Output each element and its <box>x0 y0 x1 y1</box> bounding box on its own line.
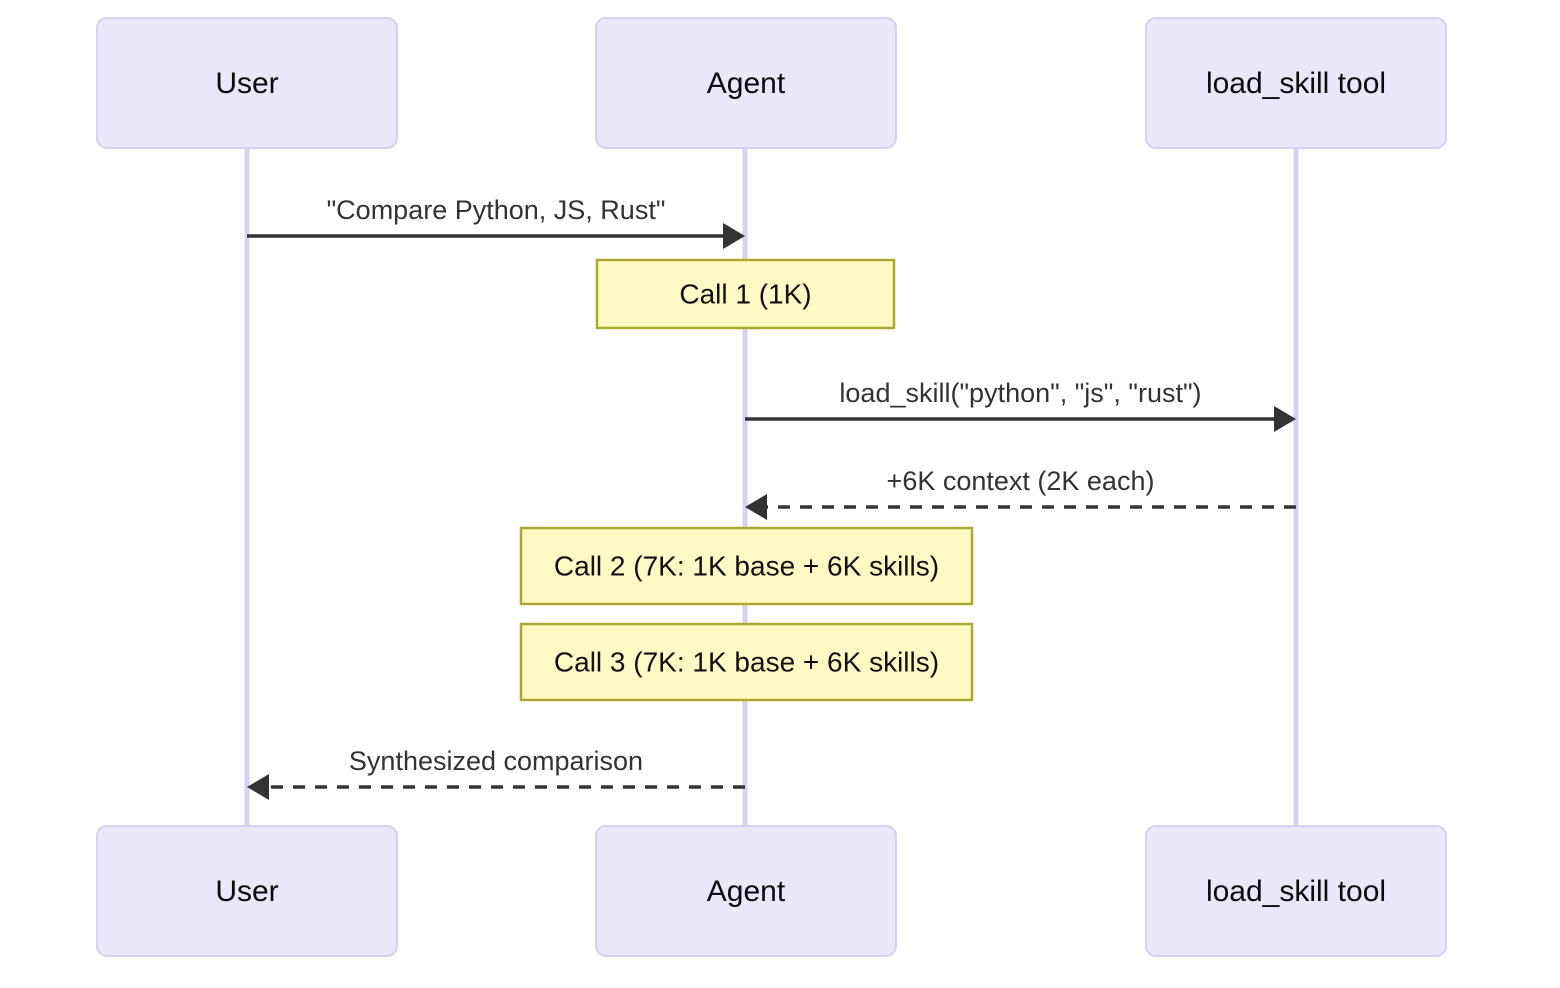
actor-box-agent-bottom <box>595 825 897 957</box>
actor-box-user-bottom <box>96 825 398 957</box>
msg-3-arrowhead <box>745 494 767 520</box>
msg-3-label: +6K context (2K each) <box>887 466 1155 496</box>
actor-label-tool-top: load_skill tool <box>1206 67 1386 100</box>
actor-tool-top: load_skill tool <box>1145 17 1447 149</box>
note-call-2: Call 2 (7K: 1K base + 6K skills) <box>519 526 974 606</box>
msg-4-arrowhead <box>247 774 269 800</box>
note-call-2-label: Call 2 (7K: 1K base + 6K skills) <box>554 550 939 581</box>
note-call-3-box <box>519 622 974 702</box>
msg-1-label: "Compare Python, JS, Rust" <box>327 195 666 225</box>
note-call-3: Call 3 (7K: 1K base + 6K skills) <box>519 622 974 702</box>
actor-label-user-bottom: User <box>215 875 278 908</box>
msg-1: "Compare Python, JS, Rust" <box>247 195 745 249</box>
actor-box-user-top <box>96 17 398 149</box>
actor-tool-bottom: load_skill tool <box>1145 825 1447 957</box>
actor-boxes-bottom-group: User Agent load_skill tool <box>96 825 1447 957</box>
note-call-1-label: Call 1 (1K) <box>679 278 811 309</box>
notes-group: Call 1 (1K) Call 2 (7K: 1K base + 6K skil… <box>519 258 974 702</box>
actor-user-bottom: User <box>96 825 398 957</box>
msg-2: load_skill("python", "js", "rust") <box>745 378 1296 432</box>
actor-label-tool-bottom: load_skill tool <box>1206 875 1386 908</box>
actor-agent-bottom: Agent <box>595 825 897 957</box>
actor-boxes-top-group: User Agent load_skill tool <box>96 17 1447 149</box>
actor-label-agent-bottom: Agent <box>707 875 786 908</box>
msg-2-label: load_skill("python", "js", "rust") <box>839 378 1201 408</box>
actor-label-agent-top: Agent <box>707 67 786 100</box>
actor-box-agent-top <box>595 17 897 149</box>
messages-group: "Compare Python, JS, Rust" load_skill("py… <box>247 195 1296 800</box>
msg-4: Synthesized comparison <box>247 746 745 800</box>
note-call-1-box <box>595 258 896 330</box>
msg-4-label: Synthesized comparison <box>349 746 643 776</box>
msg-2-arrowhead <box>1274 406 1296 432</box>
actor-agent-top: Agent <box>595 17 897 149</box>
msg-3: +6K context (2K each) <box>745 466 1296 520</box>
note-call-3-label: Call 3 (7K: 1K base + 6K skills) <box>554 646 939 677</box>
actor-box-tool-top <box>1145 17 1447 149</box>
note-call-1: Call 1 (1K) <box>595 258 896 330</box>
msg-1-arrowhead <box>723 223 745 249</box>
actor-box-tool-bottom <box>1145 825 1447 957</box>
actor-label-user-top: User <box>215 67 278 100</box>
note-call-2-box <box>519 526 974 606</box>
actor-user-top: User <box>96 17 398 149</box>
